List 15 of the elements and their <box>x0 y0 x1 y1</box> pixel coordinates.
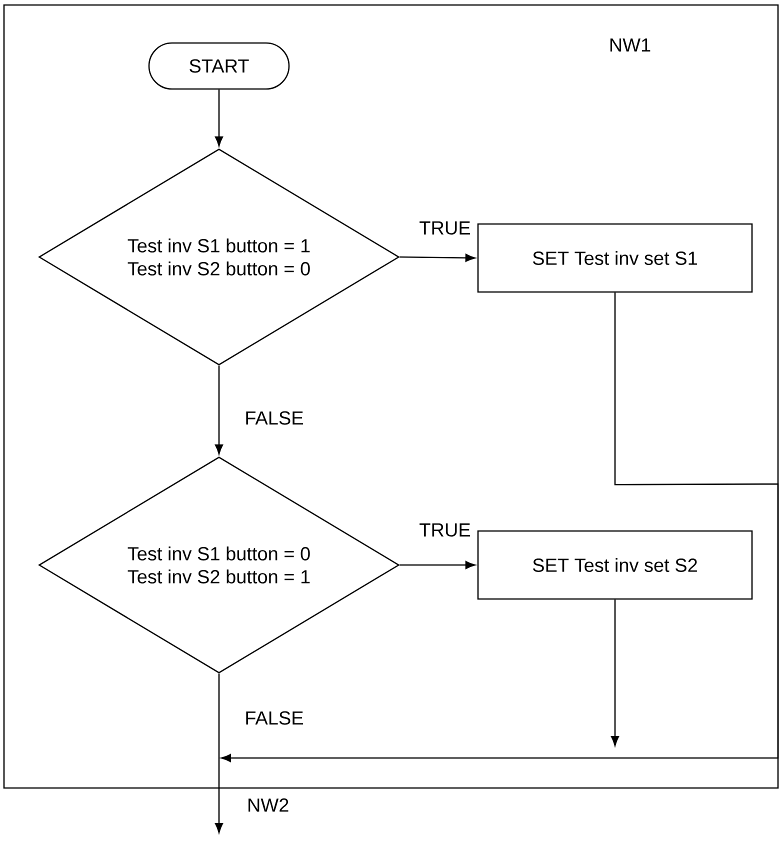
edge-label: TRUE <box>418 522 472 538</box>
edge-label: TRUE <box>418 220 472 236</box>
arrow <box>400 561 476 570</box>
arrow <box>611 600 620 746</box>
start-terminal: START <box>148 42 290 90</box>
edge-label: FALSE <box>244 410 305 426</box>
process-box: SET Test inv set S1 <box>477 223 753 293</box>
edge-label: FALSE <box>244 710 305 726</box>
arrow <box>400 254 476 262</box>
process-box: SET Test inv set S2 <box>477 530 753 600</box>
arrow <box>221 292 779 762</box>
arrow <box>214 90 224 146</box>
arrow <box>214 674 224 833</box>
arrow <box>214 366 224 454</box>
exit-label: NW2 <box>248 798 288 812</box>
